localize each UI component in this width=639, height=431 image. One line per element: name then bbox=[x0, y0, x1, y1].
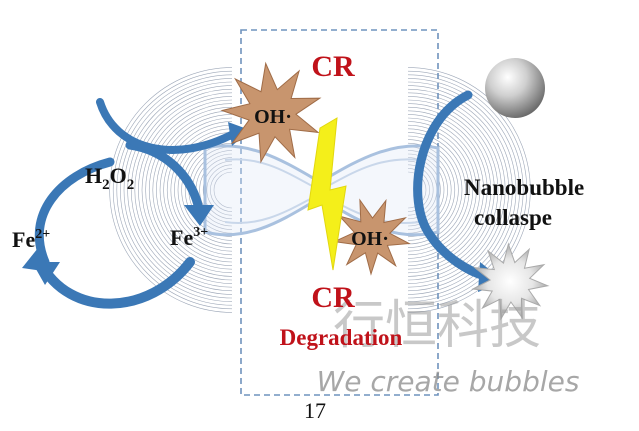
nanobubble-sphere bbox=[485, 58, 545, 118]
fe3-superscript: 3+ bbox=[193, 225, 208, 240]
label-oh-bottom: OH· bbox=[351, 228, 389, 250]
oh-radical-burst-top bbox=[220, 61, 322, 164]
fe3-base: Fe bbox=[170, 225, 193, 250]
label-collapse: collaspe bbox=[474, 205, 552, 230]
page-number: 17 bbox=[304, 398, 326, 423]
h2o2-sub-2b: 2 bbox=[127, 177, 135, 193]
fe2-superscript: 2+ bbox=[35, 227, 50, 242]
arrow-head-fe3 bbox=[184, 205, 214, 226]
label-fe3: Fe3+ bbox=[170, 225, 208, 250]
label-cr-top: CR bbox=[311, 50, 355, 83]
fe2-base: Fe bbox=[12, 227, 35, 252]
arrow-bubble-collapse bbox=[413, 90, 490, 281]
h2o2-sub-2a: 2 bbox=[102, 177, 110, 193]
arrow-h2o2-to-oh bbox=[96, 98, 239, 154]
lightning-bolt-icon bbox=[307, 117, 347, 271]
h2o2-h: H bbox=[85, 163, 102, 188]
arrow-fe3-to-fe2-upper bbox=[34, 157, 115, 267]
h2o2-o: O bbox=[110, 163, 127, 188]
arrow-fe3-to-fe2-lower bbox=[35, 257, 195, 309]
field-lines-left bbox=[109, 67, 233, 313]
watermark-slogan: We create bubbles bbox=[317, 365, 580, 398]
label-oh-top: OH· bbox=[254, 106, 292, 128]
collapse-burst-icon bbox=[470, 242, 550, 321]
reaction-zone-box bbox=[240, 29, 439, 396]
arrow-head-fe2-lower bbox=[22, 248, 50, 272]
watermark-chinese: 行恒科技 bbox=[333, 296, 541, 356]
label-fe2: Fe2+ bbox=[12, 227, 50, 252]
label-h2o2: H2O2 bbox=[85, 163, 134, 193]
label-nanobubble: Nanobubble bbox=[464, 175, 584, 200]
oh-radical-burst-bottom bbox=[332, 198, 411, 276]
label-degradation: Degradation bbox=[280, 325, 403, 350]
label-cr-bottom: CR bbox=[311, 281, 355, 314]
